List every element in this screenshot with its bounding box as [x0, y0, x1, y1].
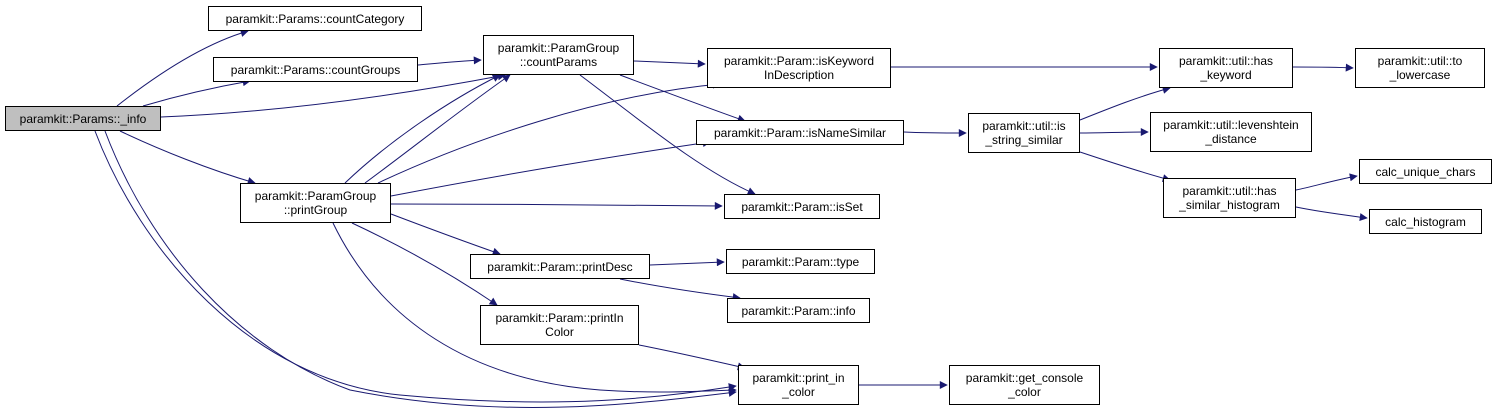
node-label-line: paramkit::print_in	[752, 371, 845, 385]
e-isstringsimilar-levenshtein	[1079, 128, 1149, 137]
e-paramprintincolor-printincolor	[638, 344, 746, 371]
node-label-line: _lowercase	[1389, 68, 1451, 82]
node-label-line: paramkit::Param::printIn	[495, 311, 624, 325]
node-print-in-color[interactable]: paramkit::print_in_color	[738, 365, 859, 405]
node-util-has-similar-histogram[interactable]: paramkit::util::has_similar_histogram	[1163, 178, 1296, 218]
node-label-line: ::printGroup	[283, 203, 348, 217]
e-info-countcategory	[116, 29, 249, 107]
e-printgroup-countparams-b	[364, 74, 511, 184]
node-param-is-set[interactable]: paramkit::Param::isSet	[724, 194, 880, 219]
node-label-line: _color	[1008, 385, 1041, 399]
node-label-line: paramkit::util::levenshtein	[1163, 118, 1299, 132]
node-params-info: paramkit::Params::_info	[5, 106, 161, 131]
node-label-line: ::countParams	[519, 55, 598, 69]
node-label-line: paramkit::Params::countCategory	[225, 11, 405, 26]
node-label-line: paramkit::util::has	[1182, 184, 1277, 198]
node-label-line: _string_similar	[985, 133, 1063, 147]
node-util-has-keyword[interactable]: paramkit::util::has_keyword	[1159, 48, 1293, 88]
node-label-line: InDescription	[763, 68, 835, 82]
e-printdesc-type	[649, 258, 725, 267]
node-get-console-color[interactable]: paramkit::get_console_color	[949, 365, 1100, 405]
node-label-line: paramkit::Param::isSet	[741, 199, 863, 214]
e-info-countparams	[160, 72, 506, 118]
node-param-type[interactable]: paramkit::Param::type	[726, 249, 875, 274]
e-printgroup-printincolor	[332, 222, 737, 395]
node-util-is-string-similar[interactable]: paramkit::util::is_string_similar	[968, 113, 1080, 153]
e-isnamesimilar-isstringsimilar	[903, 128, 967, 137]
node-calc-unique-chars[interactable]: calc_unique_chars	[1359, 159, 1492, 184]
node-label-line: paramkit::util::has	[1178, 54, 1274, 68]
node-label-line: paramkit::Param::type	[741, 254, 860, 269]
node-param-print-desc[interactable]: paramkit::Param::printDesc	[470, 254, 650, 279]
node-label-line: paramkit::Params::countGroups	[230, 62, 401, 77]
e-printgroup-isset	[390, 201, 723, 210]
e-info-printgroup	[119, 130, 256, 185]
node-label-line: paramkit::Param::info	[741, 303, 856, 318]
node-label-line: paramkit::Param::printDesc	[487, 259, 633, 274]
e-info-printincolor-a	[94, 130, 737, 403]
e-printgroup-iskeyword	[377, 80, 721, 184]
node-paramgroup-print-group[interactable]: paramkit::ParamGroup::printGroup	[240, 183, 391, 223]
e-hassimilarhist-uniquechars	[1295, 173, 1358, 191]
node-util-to-lowercase[interactable]: paramkit::util::to_lowercase	[1355, 48, 1485, 88]
node-label-line: _similar_histogram	[1179, 198, 1280, 212]
e-countparams-isset	[579, 74, 756, 195]
e-info-countgroups	[142, 78, 251, 107]
node-paramgroup-count-params[interactable]: paramkit::ParamGroup::countParams	[483, 35, 634, 75]
e-haskeyword-tolowercase	[1292, 63, 1354, 72]
e-printgroup-printincolor-param	[351, 222, 498, 306]
node-param-info[interactable]: paramkit::Param::info	[727, 298, 870, 323]
node-label-line: paramkit::ParamGroup	[497, 41, 620, 55]
node-label-line: paramkit::ParamGroup	[254, 189, 377, 203]
node-label-line: _distance	[1205, 132, 1257, 146]
node-label-line: paramkit::util::to	[1377, 54, 1463, 68]
node-label-line: calc_histogram	[1385, 214, 1466, 229]
e-isstringsimilar-hassimilarhist	[1079, 151, 1171, 183]
e-countparams-iskeyword	[633, 59, 706, 68]
e-countgroups-countparams	[417, 56, 482, 66]
e-isstringsimilar-haskeyword	[1079, 85, 1171, 121]
node-label-line: calc_unique_chars	[1375, 164, 1476, 179]
node-param-is-name-similar[interactable]: paramkit::Param::isNameSimilar	[696, 120, 904, 145]
e-hassimilarhist-calchistogram	[1295, 206, 1368, 221]
node-label-line: _keyword	[1200, 68, 1252, 82]
node-label-line: paramkit::Param::isKeyword	[723, 54, 875, 68]
node-label-line: paramkit::get_console	[965, 371, 1084, 385]
node-params-count-category[interactable]: paramkit::Params::countCategory	[208, 6, 422, 31]
e-printgroup-printdesc	[390, 213, 501, 256]
node-label-line: paramkit::Params::_info	[19, 111, 147, 126]
node-label-line: _color	[782, 385, 815, 399]
e-printgroup-countparams-a	[344, 74, 501, 184]
e-printdesc-info	[619, 278, 741, 302]
e-printgroup-isnamesimilar	[390, 139, 711, 197]
node-params-count-groups[interactable]: paramkit::Params::countGroups	[213, 57, 418, 82]
node-label-line: paramkit::Param::isNameSimilar	[713, 125, 887, 140]
e-info-printincolor-b	[104, 130, 737, 408]
node-util-levenshtein-distance[interactable]: paramkit::util::levenshtein_distance	[1150, 112, 1312, 152]
node-calc-histogram[interactable]: calc_histogram	[1369, 209, 1482, 234]
node-label-line: Color	[545, 325, 574, 339]
e-countparams-isnamesimilar	[619, 74, 746, 123]
call-edges	[94, 29, 1368, 408]
node-label-line: paramkit::util::is	[982, 119, 1066, 133]
